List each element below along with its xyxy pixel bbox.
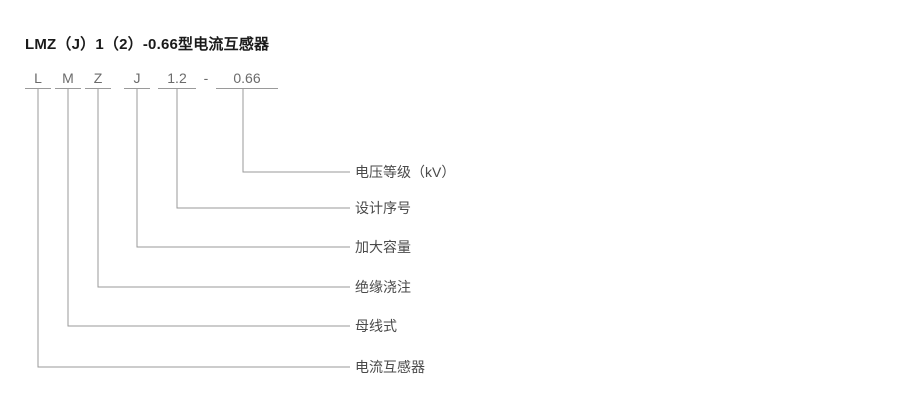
code-segment-text: L [34, 70, 42, 86]
page-title: LMZ（J）1（2）-0.66型电流互感器 [25, 36, 270, 53]
code-segment-0.66: 0.66 [216, 70, 278, 89]
callout-label-1: 电压等级（kV） [355, 164, 456, 180]
code-segment-L: L [25, 70, 51, 89]
code-segment-underline [158, 88, 196, 89]
code-segment-underline [124, 88, 150, 89]
code-segment-text: 1.2 [167, 70, 187, 86]
code-segment-M: M [55, 70, 81, 89]
code-segment-text: J [133, 70, 141, 86]
code-segment-Z: Z [85, 70, 111, 89]
callout-label-6: 电流互感器 [355, 359, 425, 375]
code-segment-text: M [62, 70, 74, 86]
callout-label-3: 加大容量 [355, 239, 411, 255]
code-segment-underline [55, 88, 81, 89]
code-segment-text: 0.66 [233, 70, 261, 86]
code-segment-text: Z [93, 70, 103, 86]
callout-connector-5 [67, 89, 350, 327]
callout-label-2: 设计序号 [355, 200, 411, 216]
callout-connector-2 [176, 89, 350, 209]
code-segment-underline [25, 88, 51, 89]
code-segment-text: - [203, 70, 209, 86]
code-segment-1.2: 1.2 [158, 70, 196, 89]
code-segment-underline [216, 88, 278, 89]
callout-label-4: 绝缘浇注 [355, 279, 411, 295]
callout-connector-1 [242, 89, 350, 173]
code-segment-underline [85, 88, 111, 89]
callout-label-5: 母线式 [355, 318, 397, 334]
code-segment-J: J [124, 70, 150, 89]
callout-connector-4 [97, 89, 350, 288]
callout-connector-3 [136, 89, 350, 248]
code-segment-dash: - [196, 70, 216, 86]
callout-connector-6 [37, 89, 350, 368]
